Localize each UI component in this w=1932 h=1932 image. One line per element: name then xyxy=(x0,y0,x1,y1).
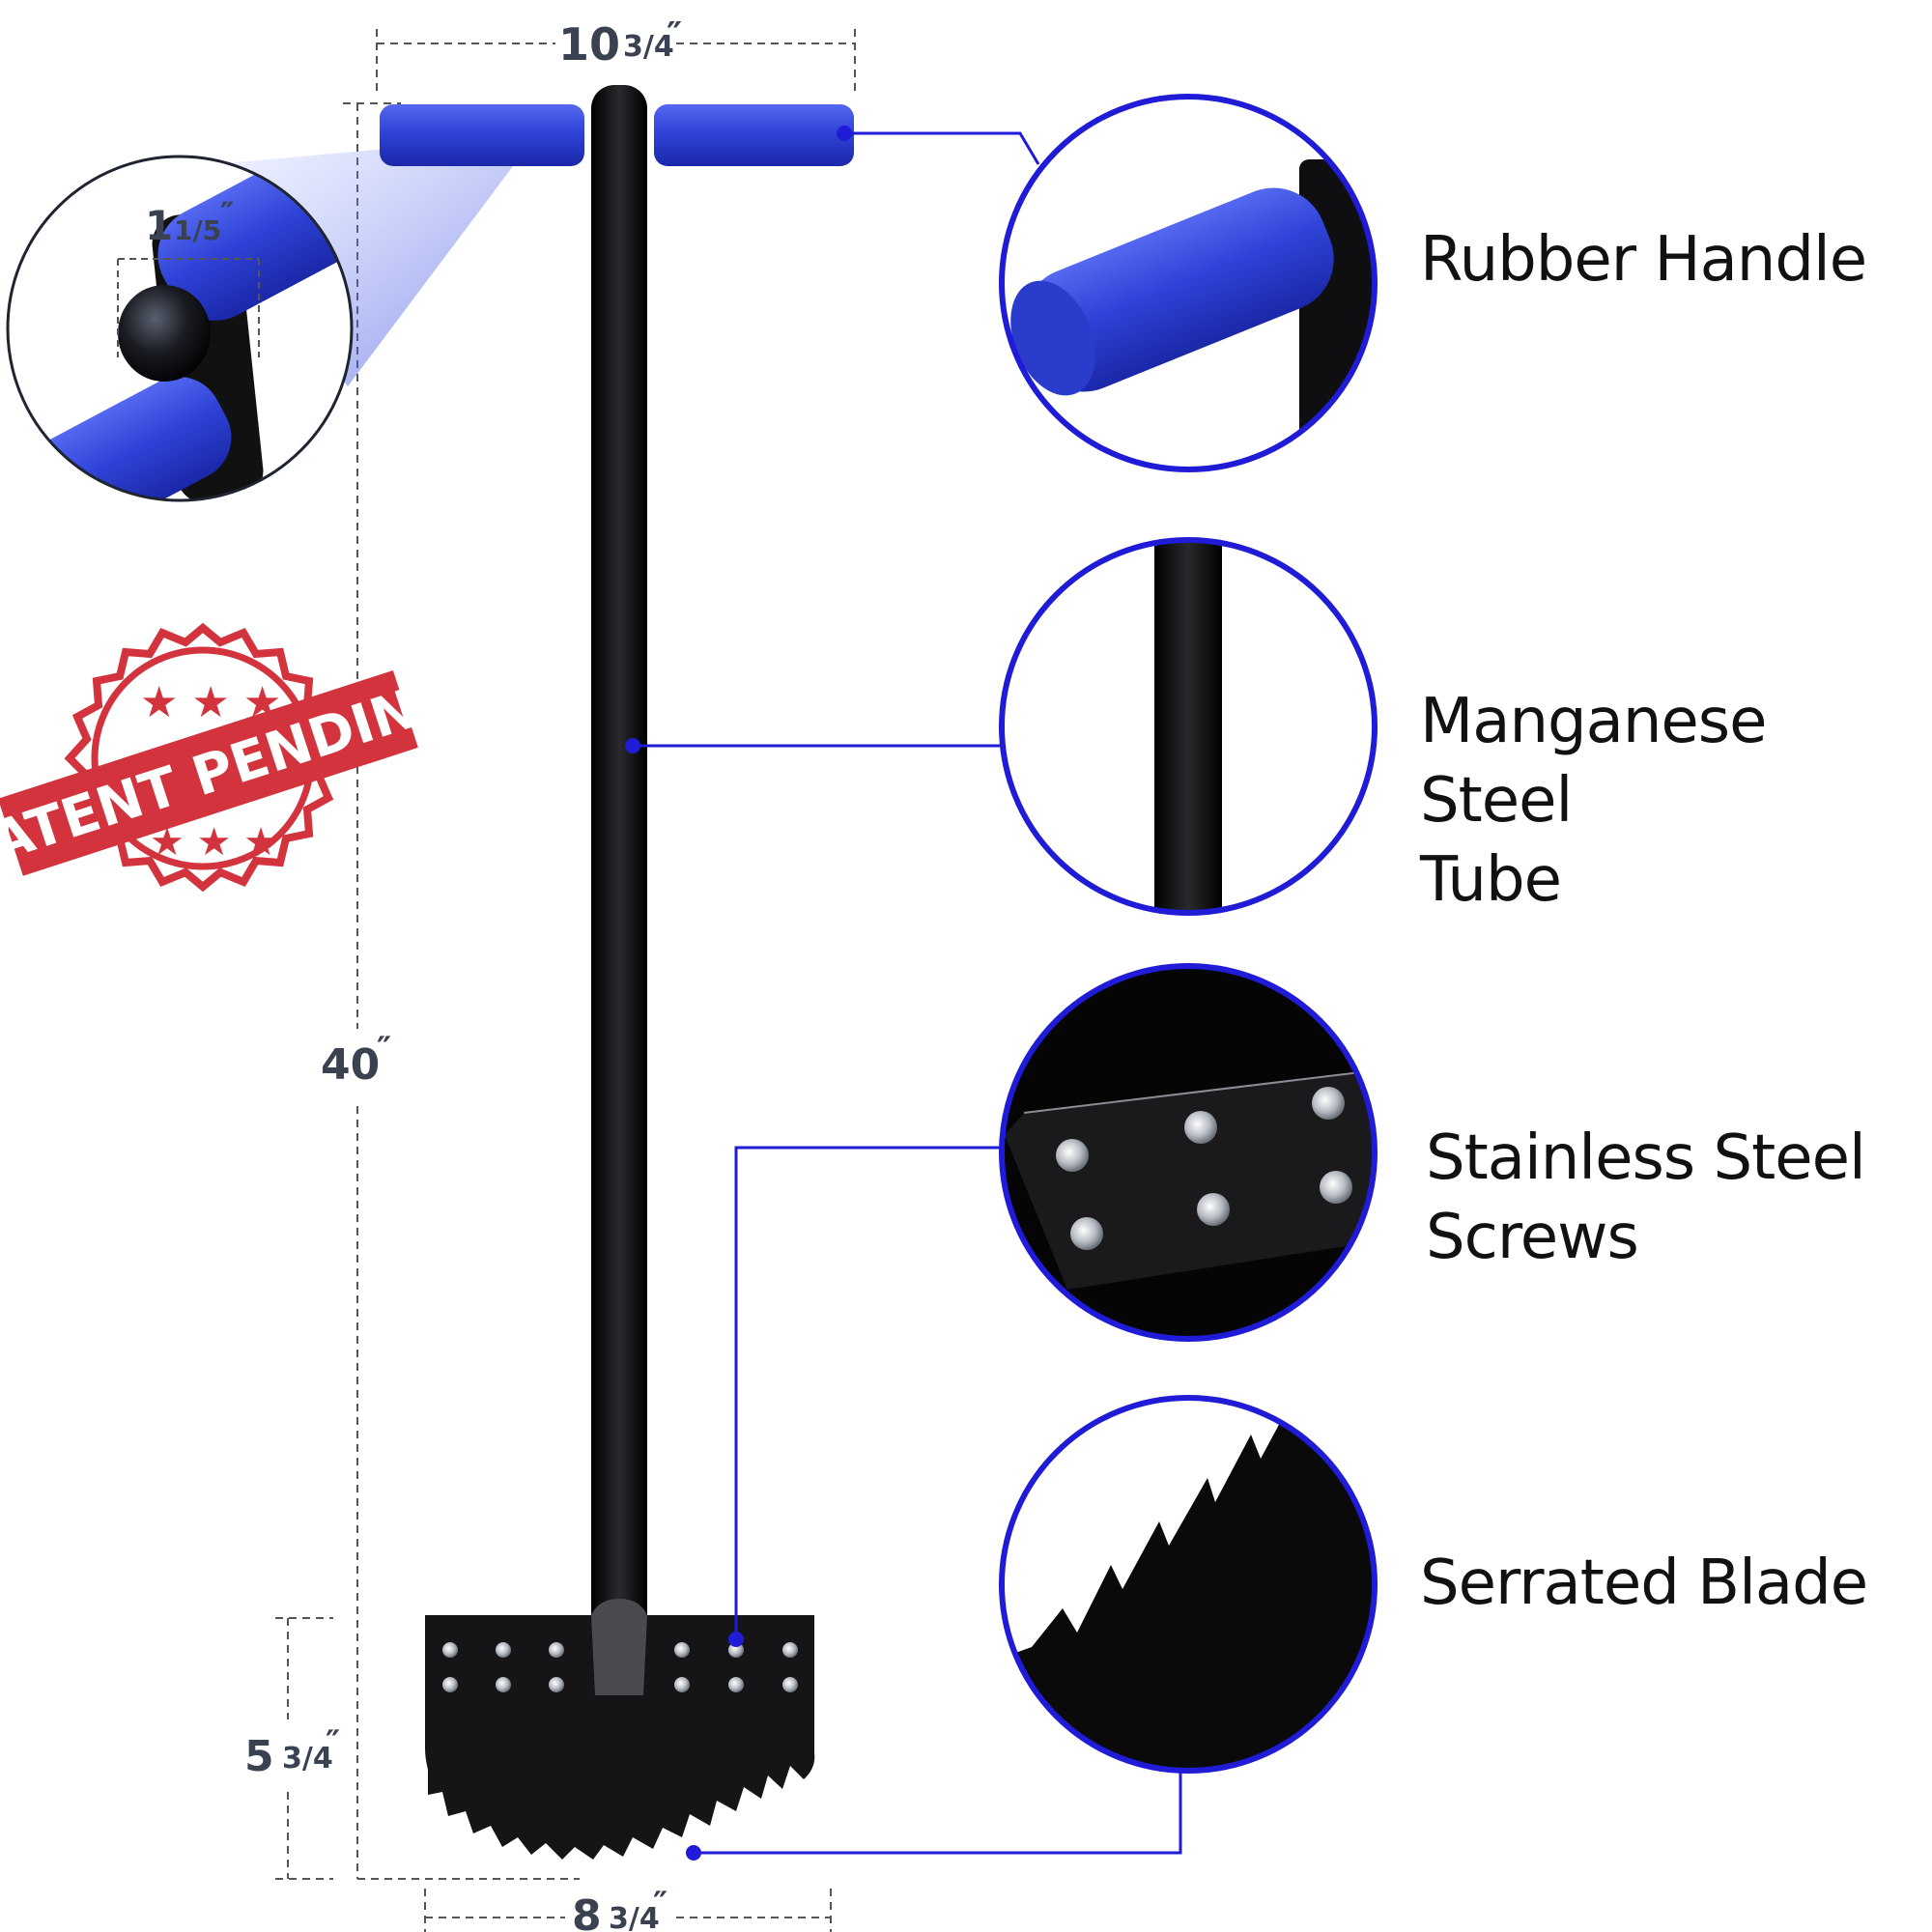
grip-diameter-unit: ″ xyxy=(220,195,234,232)
blade-width-dimension: 8 3/4 ″ xyxy=(424,1885,832,1932)
total-height-unit: ″ xyxy=(377,1030,391,1068)
stamp-seal-outline xyxy=(64,622,342,893)
feature-line: Screws xyxy=(1426,1202,1639,1273)
blade-height-unit: ″ xyxy=(326,1723,340,1762)
blade-width-whole: 8 xyxy=(572,1891,602,1932)
handle-width-whole: 10 xyxy=(558,18,620,71)
feature-line: Tube xyxy=(1420,844,1562,916)
screws-detail-circle xyxy=(999,963,1378,1342)
feature-line: Stainless Steel xyxy=(1426,1122,1866,1194)
handle-width-dimension: 10 3/4 ″ xyxy=(376,15,856,92)
feature-line: Serrated Blade xyxy=(1420,1548,1868,1619)
blade-bolts xyxy=(442,1642,798,1692)
left-grip xyxy=(380,104,584,166)
rubber-handle-detail-circle xyxy=(999,94,1378,472)
feature-line: Manganese Steel xyxy=(1420,686,1768,837)
steel-shaft xyxy=(591,85,647,1640)
feature-label-steel-tube: Manganese Steel Tube xyxy=(1420,682,1932,920)
right-grip xyxy=(654,104,854,166)
blade-height-whole: 5 xyxy=(244,1732,274,1781)
edger-tool-illustration xyxy=(380,85,854,1860)
serrated-blade-detail-circle xyxy=(999,1395,1378,1774)
serrated-blade xyxy=(425,1615,815,1860)
blade-height-dimension: 5 3/4 ″ xyxy=(244,1617,340,1880)
steel-tube-detail-circle xyxy=(999,537,1378,916)
handle-width-unit: ″ xyxy=(667,15,682,55)
callout-lines xyxy=(633,131,1182,1855)
grip-diameter-whole: 1 xyxy=(145,202,173,249)
total-height-whole: 40 xyxy=(321,1040,380,1090)
patent-pending-stamp: ★ ★ ★ ★ ★ ★ PATENT PENDING xyxy=(0,622,468,893)
feature-line: Rubber Handle xyxy=(1420,224,1867,296)
blade-height-fraction: 3/4 xyxy=(282,1742,333,1776)
feature-label-serrated-blade: Serrated Blade xyxy=(1420,1544,1868,1623)
handle-width-fraction: 3/4 xyxy=(623,30,674,64)
blade-width-fraction: 3/4 xyxy=(609,1902,660,1932)
feature-label-rubber-handle: Rubber Handle xyxy=(1420,220,1867,299)
feature-label-screws: Stainless Steel Screws xyxy=(1426,1119,1866,1277)
callout-dots xyxy=(625,126,852,1861)
total-height-dimension: 40 ″ xyxy=(321,102,580,1880)
grip-detail-circle: 1 1/5 ″ xyxy=(6,155,354,502)
grip-diameter-fraction: 1/5 xyxy=(174,214,221,246)
blade-width-unit: ″ xyxy=(653,1885,668,1923)
